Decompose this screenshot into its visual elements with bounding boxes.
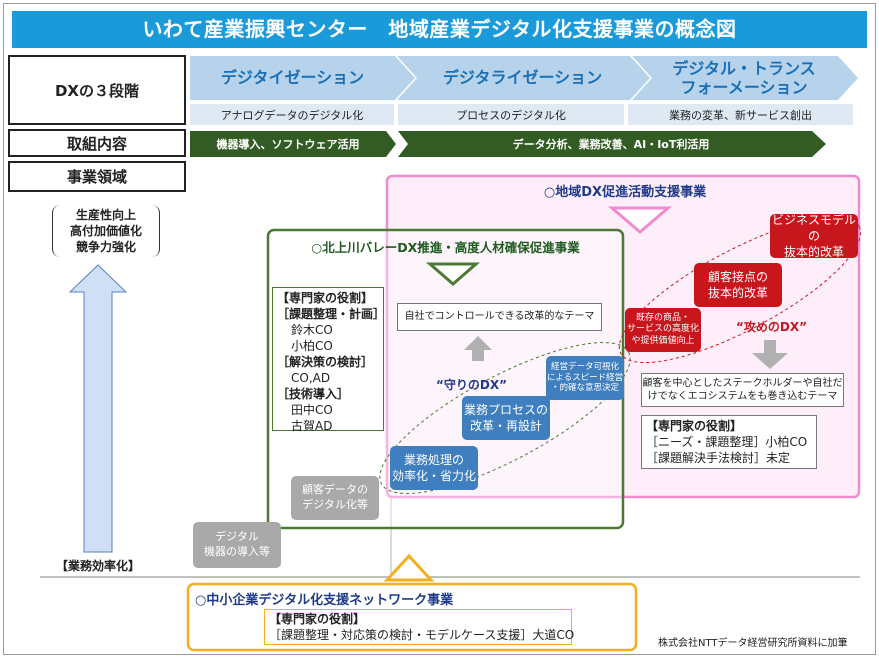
goal-competitiveness: 競争力強化	[75, 240, 136, 254]
attack-dx-dashed-ellipse	[618, 216, 862, 364]
yellow-triangle-marker	[383, 553, 435, 582]
stage-arrow-dx	[632, 56, 858, 100]
stage-dx-name-line1: デジタル・トランス	[672, 58, 816, 78]
stage-digitization-sub: アナログデータのデジタル化	[190, 104, 394, 125]
efficiency-label: 【業務効率化】	[56, 559, 141, 573]
regional-role-box: 【専門家の役割】 ［ニーズ・課題整理］小柏CO ［課題解決手法検討］未定	[641, 415, 817, 469]
goals-bracket: 生産性向上 高付加価値化 競争力強化	[52, 205, 160, 257]
stage-digitalization-name: デジタライゼーション	[442, 68, 603, 88]
initiatives-label: 取組内容	[8, 129, 186, 157]
page-title: いわて産業振興センター 地域産業デジタル化支援事業の概念図	[12, 11, 867, 48]
kitakami-title: ○北上川バレーDX推進・高度人材確保促進事業	[311, 240, 580, 255]
regional-dx-title: ○地域DX促進活動支援事業	[543, 185, 707, 200]
sme-network-title: ○中小企業デジタル化支援ネットワーク事業	[195, 593, 454, 608]
green-triangle-marker	[425, 262, 481, 286]
sme-role-title: 【専門家の役割】	[269, 612, 366, 626]
stage-digitization-name: デジタイゼーション	[220, 68, 365, 88]
stage-dx-name-line2: フォーメーション	[680, 78, 808, 97]
business-area-label: 事業領域	[8, 161, 186, 192]
defense-dx-label: “守りのDX”	[436, 378, 507, 392]
regional-role-needs: ［ニーズ・課題整理］小柏CO	[646, 435, 808, 449]
kitakami-task2-person-1: CO,AD	[291, 371, 331, 385]
goal-value-added: 高付加価値化	[69, 224, 142, 238]
step-process-redesign: 業務プロセスの改革・再設計	[462, 396, 550, 440]
initiative-arrow-2	[398, 131, 826, 157]
defense-theme-box: 自社でコントロールできる改革的なテーマ	[397, 303, 602, 331]
stage-arrow-digitization	[190, 56, 415, 100]
kitakami-task1: ［課題整理・計画］	[277, 307, 386, 321]
slide-frame	[3, 3, 876, 655]
pink-triangle-marker	[607, 206, 673, 234]
stage-digitalization-sub: プロセスのデジタル化	[398, 104, 624, 125]
step-management-data: 経営データ可視化によるスピード経営・的確な意思決定	[546, 356, 624, 400]
initiative-2-label: データ分析、業務改善、AI・IoT利活用	[512, 138, 710, 151]
kitakami-role-box: 【専門家の役割】 ［課題整理・計画］ 鈴木CO 小柏CO ［解決策の検討］ CO…	[272, 287, 386, 433]
gray-down-arrow	[752, 340, 788, 369]
regional-role-solution: ［課題解決手法検討］未定	[646, 451, 791, 465]
initiative-arrow-1	[190, 131, 396, 157]
source-note: 株式会社NTTデータ経営研究所資料に加筆	[658, 638, 848, 649]
step-product-upgrade: 既存の商品・サービスの高度化や提供価値向上	[625, 308, 701, 352]
kitakami-task1-person-1: 鈴木CO	[291, 323, 333, 337]
stage-dx-name: デジタル・トランス フォーメーション	[650, 56, 838, 100]
kitakami-task3: ［技術導入］	[277, 387, 350, 401]
dx-stages-label: DXの３段階	[8, 55, 186, 125]
defense-dx-dashed-ellipse	[379, 342, 631, 494]
attack-theme-box: 顧客を中心としたステークホルダーや自社だけでなくエコシステムをも巻き込むテーマ	[641, 373, 844, 407]
stage-arrow-digitalization	[397, 56, 650, 100]
step-device-intro: デジタル機器の導入等	[193, 522, 281, 568]
sme-role-detail: ［課題整理・対応策の検討・モデルケース支援］大道CO	[269, 628, 575, 642]
step-efficiency: 業務処理の効率化・省力化	[390, 446, 478, 490]
goal-productivity: 生産性向上	[75, 208, 136, 222]
kitakami-task3-person-1: 田中CO	[291, 403, 333, 417]
sme-role-box: 【専門家の役割】 ［課題整理・対応策の検討・モデルケース支援］大道CO	[264, 609, 575, 645]
regional-role-title: 【専門家の役割】	[646, 419, 743, 433]
kitakami-task1-person-2: 小柏CO	[291, 339, 333, 353]
step-customer-data: 顧客データのデジタル化等	[291, 476, 379, 520]
step-business-model: ビジネスモデルの抜本的改革	[770, 212, 858, 260]
kitakami-role-title: 【専門家の役割】	[277, 291, 374, 305]
up-arrow	[68, 264, 128, 553]
stage-dx-sub: 業務の変革、新サービス創出	[628, 104, 853, 125]
kitakami-task2: ［解決策の検討］	[277, 355, 374, 369]
initiative-1-label: 機器導入、ソフトウェア活用	[216, 138, 360, 151]
attack-dx-label: “攻めのDX”	[736, 320, 807, 334]
gray-up-arrow	[464, 336, 492, 361]
step-customer-contact: 顧客接点の抜本的改革	[694, 263, 782, 307]
kitakami-task3-person-2: 古賀AD	[291, 419, 333, 433]
